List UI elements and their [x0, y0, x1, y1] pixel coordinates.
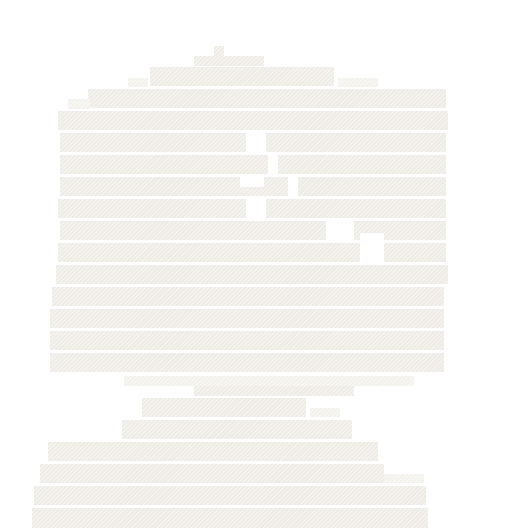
art-row — [50, 331, 444, 350]
art-row — [60, 155, 446, 174]
art-row — [194, 386, 354, 396]
art-row — [122, 420, 352, 439]
art-row — [32, 508, 428, 528]
art-row — [310, 408, 340, 417]
art-gap — [240, 177, 264, 187]
art-row — [128, 78, 148, 87]
art-row — [88, 89, 446, 108]
art-row — [48, 442, 378, 461]
art-gap — [326, 221, 354, 241]
art-row — [60, 221, 446, 240]
art-gap — [360, 233, 384, 263]
art-gap — [288, 177, 298, 197]
art-gap — [246, 199, 266, 219]
art-row — [40, 464, 384, 483]
art-row — [58, 111, 448, 130]
art-row — [34, 486, 426, 505]
art-row — [56, 265, 448, 284]
art-row — [142, 398, 306, 417]
art-row — [58, 243, 446, 262]
art-gap — [268, 155, 278, 177]
art-row — [194, 56, 264, 66]
art-row — [68, 99, 90, 109]
art-row — [214, 46, 224, 56]
art-row — [50, 309, 444, 328]
art-row — [52, 287, 444, 306]
art-row — [124, 376, 414, 386]
art-row — [338, 78, 378, 87]
art-row — [50, 353, 444, 372]
art-gap — [246, 133, 266, 155]
art-row — [384, 474, 424, 483]
art-row — [150, 67, 334, 86]
